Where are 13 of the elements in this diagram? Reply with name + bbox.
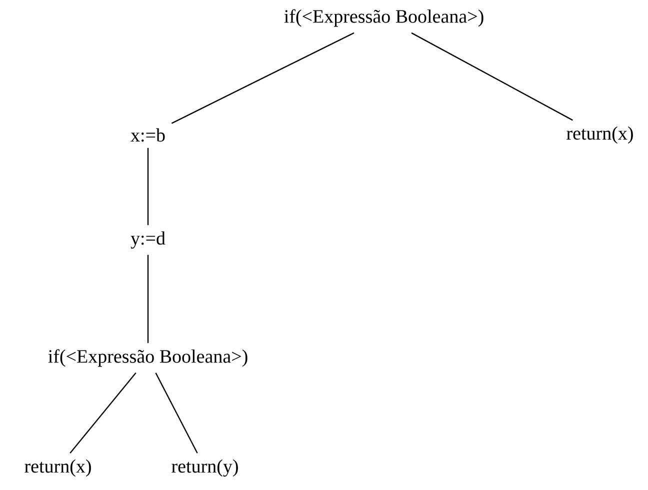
tree-node-label: return(x)	[24, 459, 91, 477]
tree-node-label: if(<Expressão Booleana>)	[284, 9, 484, 27]
tree-edge	[171, 32, 354, 124]
tree-edge	[411, 32, 573, 121]
tree-edge	[155, 372, 198, 454]
tree-edge	[147, 148, 149, 226]
tree-node-label: return(x)	[566, 126, 633, 144]
tree-edge	[147, 254, 149, 344]
tree-edge	[70, 372, 136, 454]
tree-node-label: x:=b	[130, 128, 165, 142]
tree-node-label: y:=d	[130, 231, 166, 249]
tree-node-label: if(<Expressão Booleana>)	[48, 349, 248, 367]
tree-node-label: return(y)	[172, 459, 238, 477]
